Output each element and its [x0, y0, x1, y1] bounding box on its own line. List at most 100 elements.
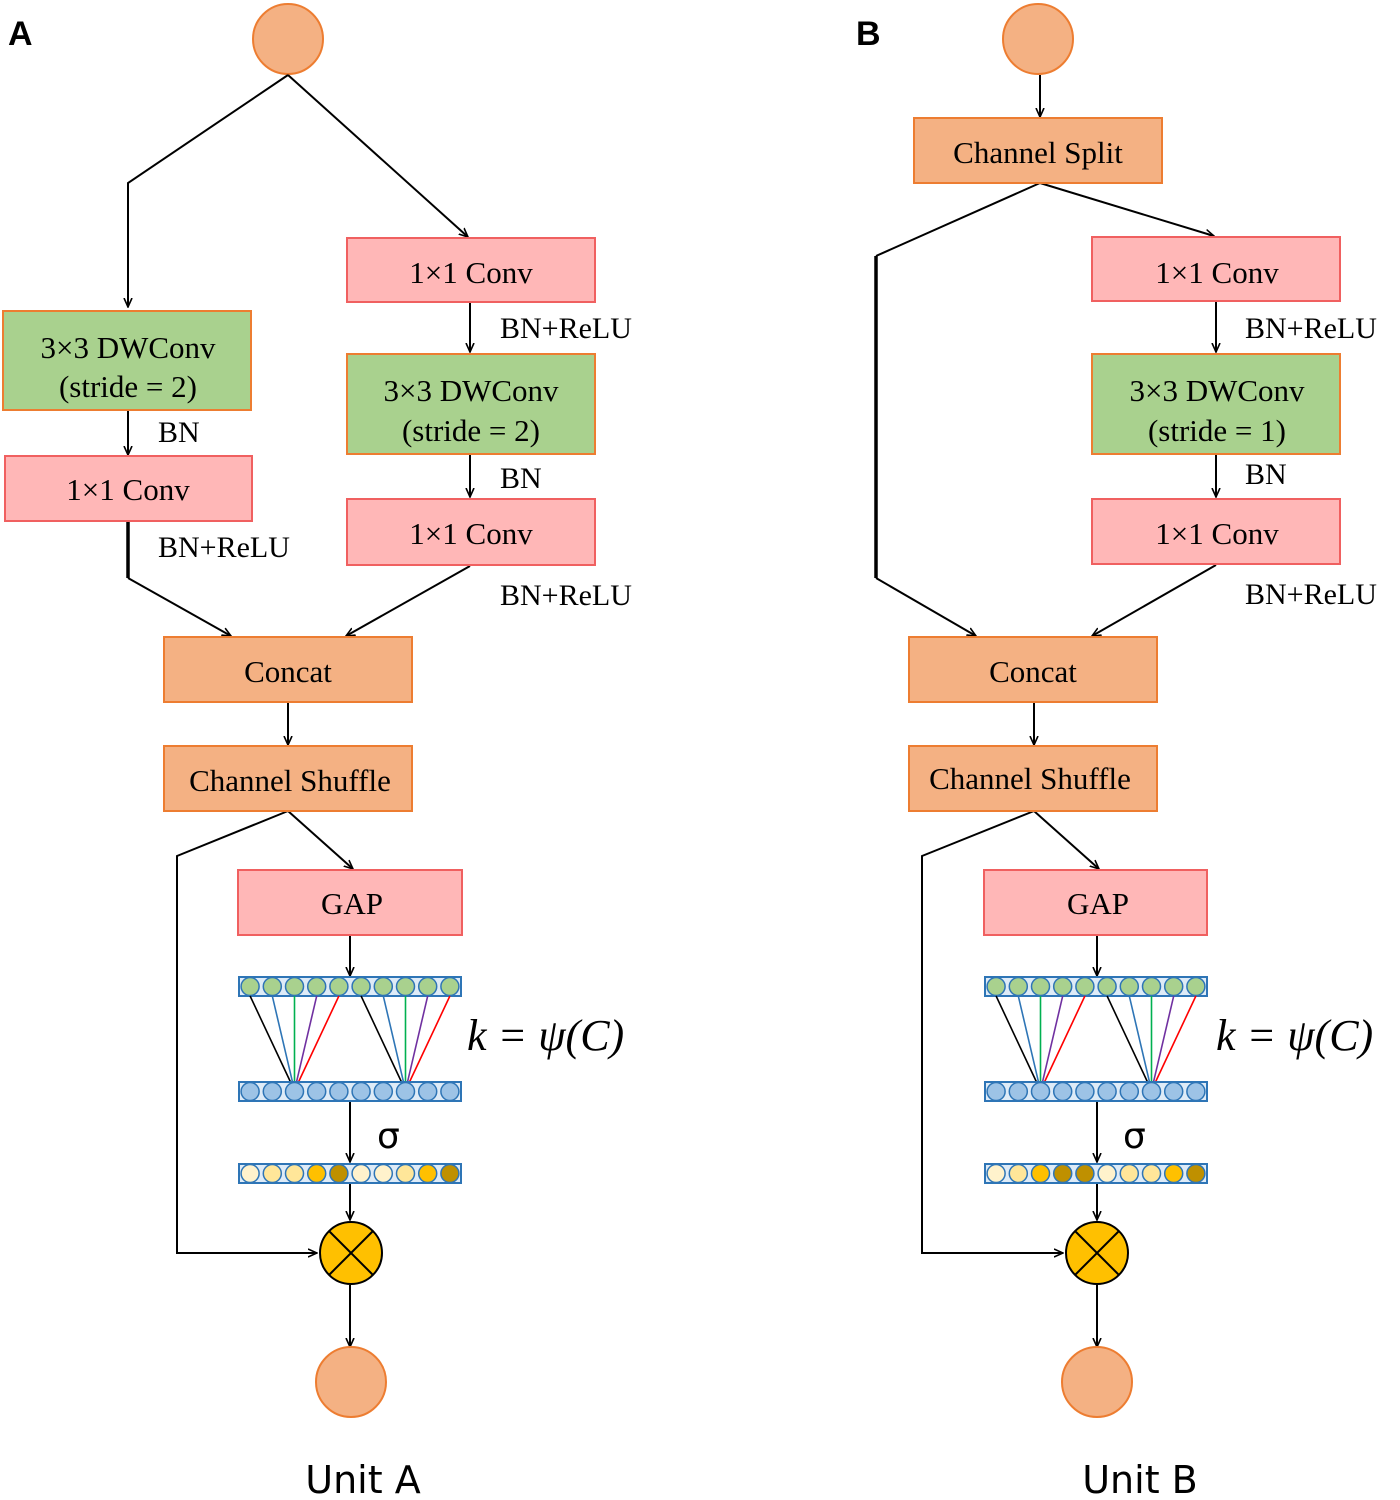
- dwconv-left-a-line2: (stride = 2): [59, 369, 197, 404]
- strip-attention-b: [984, 1163, 1208, 1184]
- shuffle-b-label: Channel Shuffle: [929, 761, 1131, 796]
- strip-green-a-cell: [417, 976, 438, 997]
- strip-green-b-cell: [1097, 976, 1117, 997]
- conv1-box-right-a: [346, 237, 596, 303]
- strip-green-b: [984, 976, 1208, 997]
- multiply-node-a: [319, 1221, 383, 1285]
- strip-blue-a-cell: [262, 1081, 283, 1102]
- eca-connection-line: [271, 995, 294, 1083]
- strip-attention-a-cell: [329, 1163, 349, 1184]
- strip-green-b-cell: [986, 976, 1006, 997]
- sigma-label-a: σ: [377, 1116, 400, 1157]
- strip-green-a-cell: [373, 976, 394, 997]
- strip-blue-b-cell: [1008, 1081, 1029, 1102]
- strip-attention-b-cell: [1008, 1163, 1029, 1184]
- strip-attention-a-cell: [351, 1163, 371, 1184]
- strip-blue-a-cell: [373, 1081, 394, 1102]
- conv1-right-a-label: 1×1 Conv: [409, 255, 533, 290]
- eca-connection-line: [1106, 995, 1149, 1083]
- strip-blue-a-cell: [329, 1081, 349, 1102]
- concat-a-label: Concat: [244, 654, 332, 689]
- edges-a: [128, 74, 470, 1347]
- strip-attention-b-cell: [1186, 1163, 1206, 1184]
- eca-connection-line: [1041, 995, 1064, 1083]
- strip-blue-a-cell: [440, 1081, 460, 1102]
- conv1-right-b-label: 1×1 Conv: [1155, 255, 1279, 290]
- eca-connections-b: [995, 995, 1197, 1083]
- eca-connection-line: [406, 995, 429, 1083]
- strip-green-a-cell: [284, 976, 305, 997]
- concat-b-label: Concat: [989, 654, 1077, 689]
- strip-attention-b-cell: [1163, 1163, 1184, 1184]
- eca-connection-line: [408, 995, 451, 1083]
- strip-green-b-cell: [1075, 976, 1095, 997]
- eca-connection-line: [1128, 995, 1151, 1083]
- input-node-a: [252, 3, 324, 75]
- panel-letter-b: B: [856, 15, 881, 53]
- gap-b-label: GAP: [1067, 886, 1129, 921]
- strip-green-b-cell: [1030, 976, 1051, 997]
- strip-green-a-cell: [262, 976, 283, 997]
- strip-green-a-cell: [306, 976, 327, 997]
- strip-green-b-cell: [1052, 976, 1073, 997]
- bnrelu2-label-right-a: BN+ReLU: [500, 579, 632, 612]
- strip-blue-b-cell: [986, 1081, 1006, 1102]
- panel-b: B Channel Split 1×1 Conv BN+ReLU 3×3 DWC…: [856, 3, 1377, 1500]
- strip-blue-a-cell: [417, 1081, 438, 1102]
- gap-box-b: [983, 869, 1208, 936]
- dwconv-right-a-line1: 3×3 DWConv: [383, 373, 559, 408]
- bn-label-right-b: BN: [1245, 458, 1287, 491]
- gap-box-a: [237, 869, 463, 936]
- eca-connection-line: [249, 995, 292, 1083]
- eca-connection-line: [297, 995, 340, 1083]
- split-b-label: Channel Split: [953, 135, 1123, 170]
- multiply-node-b: [1065, 1221, 1129, 1285]
- concat-box-b: [908, 636, 1158, 703]
- strip-green-b-cell: [1008, 976, 1029, 997]
- eca-connection-line: [1017, 995, 1040, 1083]
- strip-attention-b-cell: [1030, 1163, 1051, 1184]
- concat-box-a: [163, 636, 413, 703]
- strip-blue-a-cell: [351, 1081, 371, 1102]
- eca-connection-line: [360, 995, 403, 1083]
- bn-label-right-a: BN: [500, 462, 542, 495]
- shuffle-box-b: [908, 745, 1158, 812]
- edges-b: [874, 75, 1216, 1347]
- strip-blue-a-cell: [240, 1081, 260, 1102]
- strip-green-b-cell: [1119, 976, 1140, 997]
- panel-a: A 3×3 DWConv (stride = 2) BN 1×1 Conv: [2, 3, 632, 1500]
- strip-blue-b-cell: [1119, 1081, 1140, 1102]
- strip-green-a-cell: [395, 976, 416, 997]
- sigma-label-b: σ: [1123, 1116, 1146, 1157]
- dwconv-box-left-a: [2, 310, 252, 411]
- strip-green-a-cell: [329, 976, 349, 997]
- strip-attention-a-cell: [417, 1163, 438, 1184]
- eca-connection-line: [295, 995, 318, 1083]
- strip-attention-b-cell: [1141, 1163, 1162, 1184]
- dwconv-left-a-line1: 3×3 DWConv: [40, 330, 216, 365]
- strip-attention-a-cell: [262, 1163, 283, 1184]
- unit-b-label: Unit B: [1082, 1458, 1198, 1500]
- strip-blue-b-cell: [1052, 1081, 1073, 1102]
- strip-blue-a-cell: [395, 1081, 416, 1102]
- bnrelu-label-left-a: BN+ReLU: [158, 531, 290, 564]
- strip-attention-a-cell: [306, 1163, 327, 1184]
- strip-blue-a-cell: [306, 1081, 327, 1102]
- gap-a-label: GAP: [321, 886, 383, 921]
- strip-attention-b-cell: [1075, 1163, 1095, 1184]
- eca-connections-a: [249, 995, 451, 1083]
- formula-a: k = ψ(C): [467, 1011, 624, 1060]
- output-node-a: [315, 1346, 387, 1418]
- bnrelu2-label-right-b: BN+ReLU: [1245, 578, 1377, 611]
- conv2-box-right-b: [1091, 498, 1341, 565]
- output-node-b: [1061, 1346, 1133, 1418]
- eca-connection-line: [1154, 995, 1197, 1083]
- strip-blue-a: [238, 1081, 462, 1102]
- strip-attention-b-cell: [986, 1163, 1006, 1184]
- shuffle-a-label: Channel Shuffle: [189, 763, 391, 798]
- strip-attention-a-cell: [240, 1163, 260, 1184]
- strip-attention-b-cell: [1119, 1163, 1140, 1184]
- strip-attention-a: [238, 1163, 462, 1184]
- bnrelu1-label-right-b: BN+ReLU: [1245, 312, 1377, 345]
- dwconv-right-b-line2: (stride = 1): [1148, 413, 1286, 448]
